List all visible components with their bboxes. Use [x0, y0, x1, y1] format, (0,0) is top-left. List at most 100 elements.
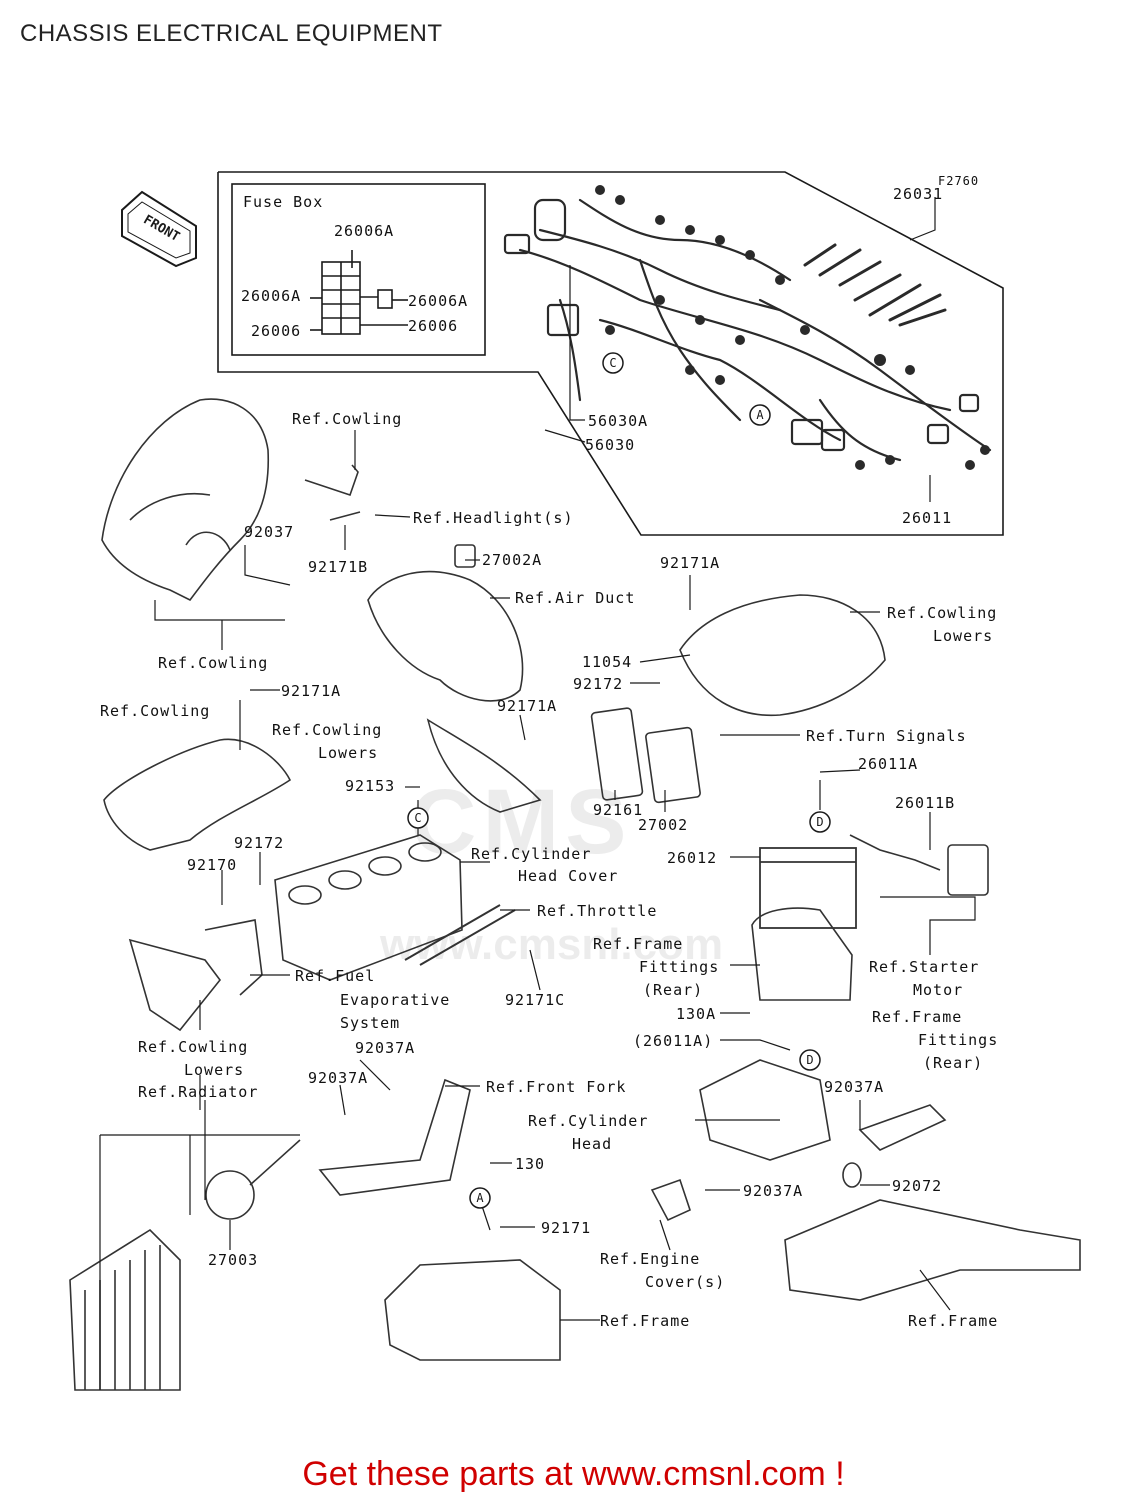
fuse-label: 26006 — [251, 322, 302, 340]
harness-frame — [217, 171, 1004, 536]
part-label: Evaporative — [340, 991, 451, 1009]
part-label: 92171 — [541, 1219, 592, 1237]
part-label: Lowers — [318, 744, 379, 762]
part-label: 26031 — [893, 185, 944, 203]
part-label: 130 — [515, 1155, 546, 1173]
part-label: 130A — [676, 1005, 717, 1023]
part-label: Motor — [913, 981, 964, 999]
part-label: 56030A — [588, 412, 649, 430]
part-label: Ref.Cowling — [292, 410, 403, 428]
part-label: Head — [572, 1135, 613, 1153]
part-label: Fittings — [639, 958, 720, 976]
part-label: Ref.Throttle — [537, 902, 658, 920]
fuse-label: 26006A — [408, 292, 469, 310]
part-label: Ref.Frame — [600, 1312, 691, 1330]
headlight-bracket-icon — [304, 464, 361, 521]
footer-link[interactable]: Get these parts at www.cmsnl.com ! — [302, 1455, 845, 1493]
part-label: 26011A — [858, 755, 919, 773]
part-label: 92037A — [824, 1078, 885, 1096]
fuse-box-frame — [231, 183, 486, 356]
part-label: 92171A — [497, 697, 558, 715]
part-label: Ref.Cowling — [158, 654, 269, 672]
part-label: 92037A — [355, 1039, 416, 1057]
part-label: (26011A) — [633, 1032, 714, 1050]
part-label: Ref.Cowling — [272, 721, 383, 739]
part-label: Ref.Frame — [593, 935, 684, 953]
throttle-cable-icon — [404, 904, 516, 966]
inner-lower-cowling-icon — [426, 718, 542, 813]
part-label: Ref.Cowling — [887, 604, 998, 622]
part-label: Ref.Radiator — [138, 1083, 259, 1101]
fuse-label: 26006 — [408, 317, 459, 335]
part-label: 92037A — [308, 1069, 369, 1087]
fuel-evaporative-bracket-icon — [128, 919, 263, 1032]
part-label: 92171B — [308, 558, 369, 576]
part-label: Cover(s) — [645, 1273, 726, 1291]
part-label: Ref.Frame — [908, 1312, 999, 1330]
part-label: 92037 — [244, 523, 295, 541]
front-fork-mount-icon — [318, 1078, 471, 1196]
frame-front-icon — [384, 1259, 561, 1361]
part-label: Ref.Headlight(s) — [413, 509, 574, 527]
part-label: 27003 — [208, 1251, 259, 1269]
part-label: 26012 — [667, 849, 718, 867]
frame-rear-icon — [784, 1162, 1081, 1301]
callout-a2-circle — [469, 1187, 491, 1209]
upper-cowling-icon — [101, 398, 270, 602]
part-label: 26011 — [902, 509, 953, 527]
part-label: System — [340, 1014, 401, 1032]
callout-a-circle — [749, 404, 771, 426]
fuse-box-title: Fuse Box — [243, 193, 324, 211]
part-label: Ref.Cowling — [100, 702, 211, 720]
cylinder-head-cover-icon — [274, 834, 463, 981]
part-label: 92172 — [573, 675, 624, 693]
callout-d: D — [816, 815, 823, 829]
engine-cover-bracket-icon — [650, 1178, 691, 1222]
part-label: Ref.Cowling — [138, 1038, 249, 1056]
inner-cowling-icon — [103, 738, 292, 851]
relay-boxes-icon — [590, 707, 701, 804]
part-label: Lowers — [184, 1061, 245, 1079]
fuse-label: 26006A — [334, 222, 395, 240]
part-label: Lowers — [933, 627, 994, 645]
part-label: (Rear) — [643, 981, 704, 999]
cylinder-head-icon — [699, 1059, 831, 1161]
part-label: Ref.Fuel — [295, 967, 376, 985]
part-label: 92171C — [505, 991, 566, 1009]
callout-a: A — [756, 408, 764, 422]
part-label: Ref.Engine — [600, 1250, 701, 1268]
figure-code: F2760 — [938, 174, 980, 188]
watermark: CMS — [410, 771, 633, 873]
part-label: Head Cover — [518, 867, 619, 885]
part-label: 56030 — [585, 436, 636, 454]
part-label: 92171A — [281, 682, 342, 700]
part-label: 27002A — [482, 551, 543, 569]
battery-case-icon — [751, 907, 853, 1001]
starter-relay-icon — [849, 834, 989, 896]
part-label: 92161 — [593, 801, 644, 819]
page-title: CHASSIS ELECTRICAL EQUIPMENT — [20, 20, 443, 47]
battery-icon — [759, 847, 857, 929]
callout-d2: D — [806, 1053, 813, 1067]
part-label: 92171A — [660, 554, 721, 572]
callout-c-circle — [602, 352, 624, 374]
fuse-label: 26006A — [241, 287, 302, 305]
front-label: FRONT — [141, 212, 183, 245]
part-label: 27002 — [638, 816, 689, 834]
radiator-icon — [69, 1228, 181, 1391]
leader-lines — [99, 197, 976, 1390]
callout-a2: A — [476, 1191, 484, 1205]
callout-c: C — [609, 356, 616, 370]
part-label: 11054 — [582, 653, 633, 671]
part-label: Ref.Front Fork — [486, 1078, 627, 1096]
watermark-site: www.cmsnl.com — [380, 920, 724, 969]
part-label: Ref.Starter — [869, 958, 980, 976]
horn-icon — [205, 1139, 301, 1220]
part-label: Ref.Frame — [872, 1008, 963, 1026]
callout-c2-circle — [407, 807, 429, 829]
part-label: 92172 — [234, 834, 285, 852]
part-label: Ref.Cylinder — [471, 845, 592, 863]
callout-d-circle — [809, 811, 831, 833]
main-harness-icon — [503, 198, 992, 462]
part-label: 26011B — [895, 794, 956, 812]
